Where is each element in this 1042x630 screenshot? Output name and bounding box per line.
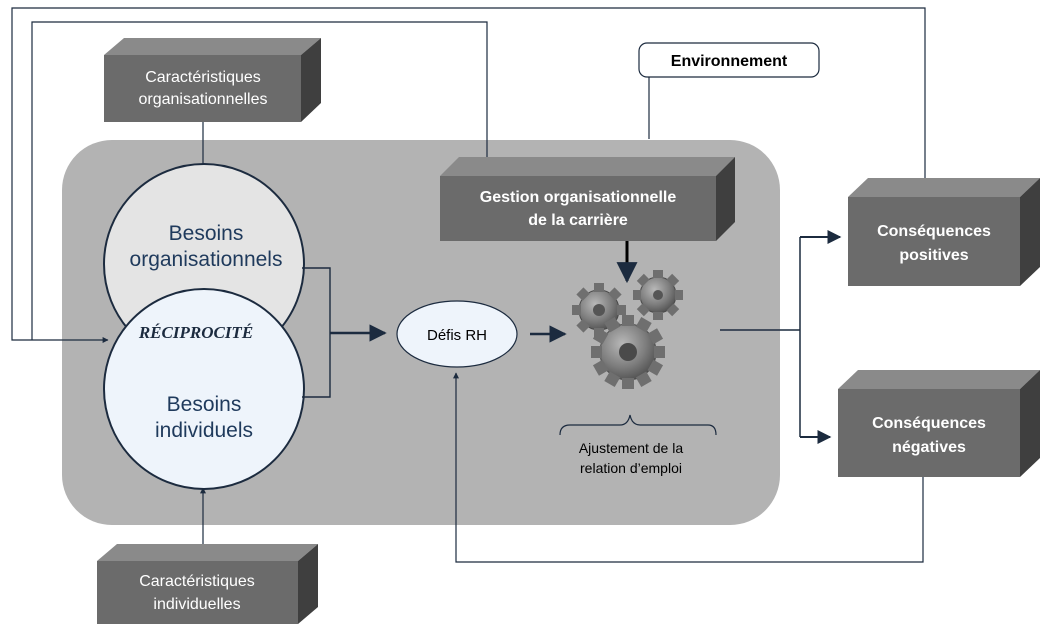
consequences-positive-line2: positives [899, 247, 968, 264]
feedback-line-gestion [31, 21, 488, 340]
consequences-negative-box: Conséquences négatives [838, 370, 1040, 477]
besoins-ind-line2: individuels [155, 419, 253, 442]
ind-characteristics-line2: individuelles [153, 596, 240, 613]
besoins-org-line1: Besoins [169, 222, 244, 245]
org-characteristics-box: Caractéristiques organisationnelles [104, 38, 321, 122]
org-characteristics-line1: Caractéristiques [145, 69, 261, 86]
feedback-line-outer [11, 7, 926, 343]
ind-characteristics-line1: Caractéristiques [139, 573, 255, 590]
consequences-negative-line2: négatives [892, 439, 966, 456]
gears-icon [572, 270, 683, 389]
gestion-line1: Gestion organisationnelle [480, 189, 677, 206]
besoins-ind-line1: Besoins [167, 393, 242, 416]
besoins-ind-circle [103, 288, 305, 490]
reciprocite-label: RÉCIPROCITÉ [138, 323, 253, 342]
ajustement-brace [559, 414, 717, 436]
environment-box [638, 42, 820, 78]
gestion-line2: de la carrière [528, 212, 628, 229]
ind-characteristics-box: Caractéristiques individuelles [97, 544, 318, 624]
besoins-org-line2: organisationnels [130, 248, 283, 271]
gestion-box: Gestion organisationnelle de la carrière [440, 157, 735, 241]
ajustement-line1: Ajustement de la [579, 440, 683, 456]
needs-venn: Besoins organisationnels RÉCIPROCITÉ Bes… [103, 163, 305, 490]
consequences-negative-line1: Conséquences [872, 415, 986, 432]
defis-rh-label: Défis RH [427, 327, 487, 344]
environment-label: Environnement [671, 53, 788, 70]
consequences-positive-line1: Conséquences [877, 223, 991, 240]
consequences-positive-box: Conséquences positives [848, 178, 1040, 286]
feedback-line-negative [453, 372, 924, 563]
org-characteristics-line2: organisationnelles [139, 91, 268, 108]
ajustement-line2: relation d’emploi [580, 460, 682, 476]
defis-rh-ellipse [396, 300, 518, 368]
